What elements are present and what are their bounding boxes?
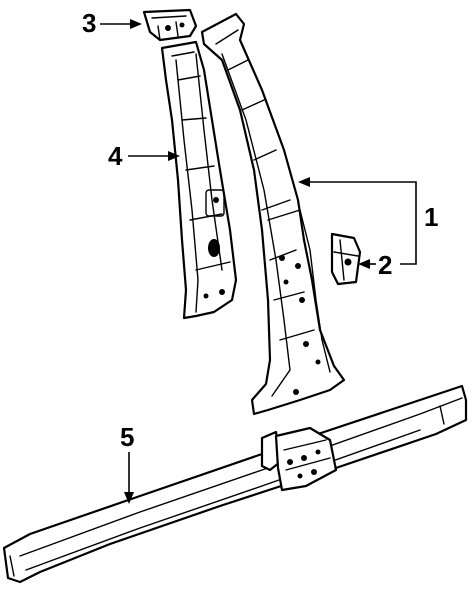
part-4-inner-pillar	[160, 40, 238, 320]
callout-5-label: 5	[120, 422, 134, 452]
callout-3-label: 3	[82, 8, 96, 38]
callout-2: 2	[358, 250, 392, 280]
part-5-rocker-panel	[2, 384, 468, 584]
part-2-side-bracket	[330, 232, 362, 286]
callout-5: 5	[120, 422, 134, 504]
callout-4: 4	[108, 141, 180, 171]
callout-1: 1	[298, 177, 438, 265]
callout-4-label: 4	[108, 141, 123, 171]
callout-2-label: 2	[378, 250, 392, 280]
part-3-upper-bracket	[142, 8, 198, 42]
callout-1-label: 1	[424, 202, 438, 232]
callout-3: 3	[82, 8, 142, 38]
part-1-outer-pillar	[200, 12, 346, 416]
